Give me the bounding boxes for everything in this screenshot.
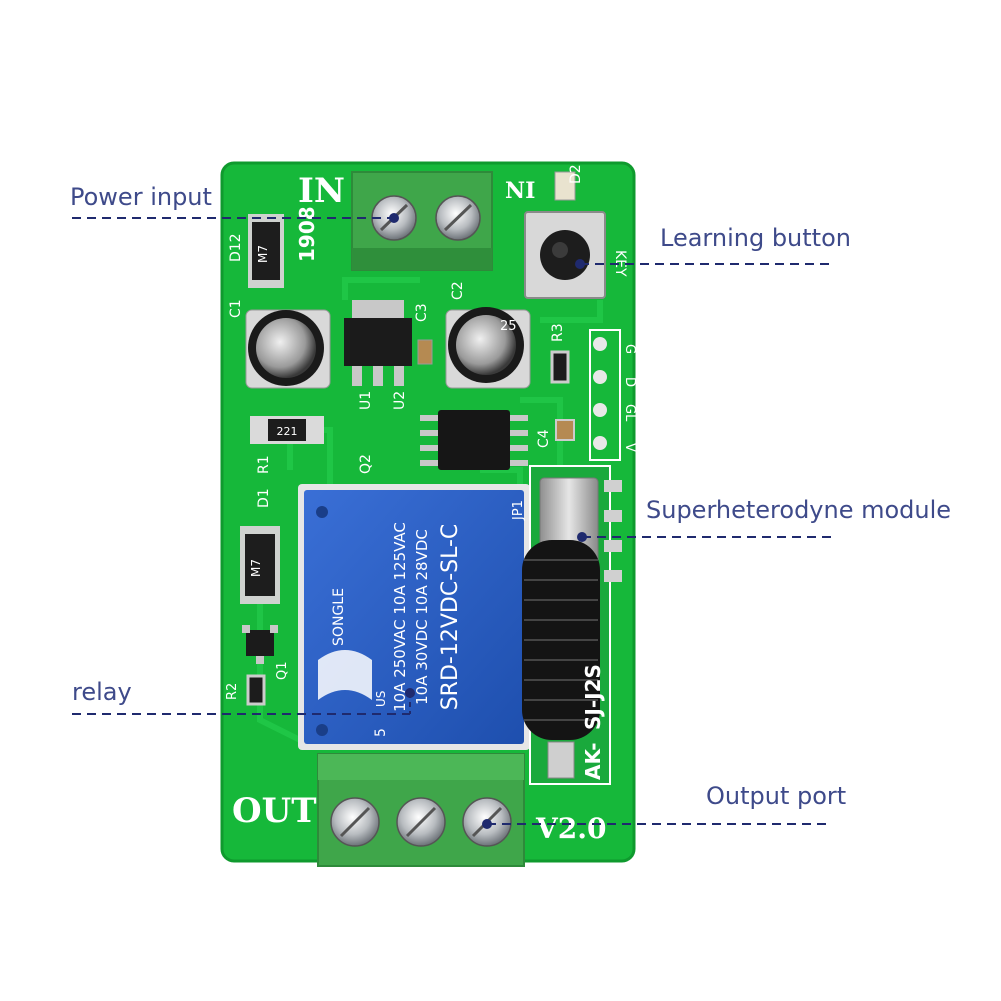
silk-date-code: 1908 xyxy=(295,206,319,262)
silk-model: AK- xyxy=(581,742,605,780)
learning-push-button xyxy=(524,211,606,299)
cap-mark: 25 xyxy=(500,319,517,334)
c2-capacitor xyxy=(445,307,531,389)
pin-header-pads xyxy=(589,329,621,461)
input-terminal-block xyxy=(351,171,493,271)
output-terminal-block xyxy=(317,753,525,867)
relay-model: SRD-12VDC-SL-C xyxy=(438,524,463,711)
ref-q1: Q1 xyxy=(275,661,290,680)
relay-num: 5 xyxy=(373,728,389,737)
svg-text:M7: M7 xyxy=(249,559,263,577)
relay-component: SONGLE 10A 250VAC 10A 125VAC 10A 30VDC 1… xyxy=(298,484,530,750)
r1-resistor: 221 xyxy=(250,416,324,444)
d12-diode: M7 xyxy=(248,214,284,288)
pin-label-v: V xyxy=(622,443,637,452)
u1-regulator xyxy=(344,300,412,386)
callout-lines xyxy=(72,217,832,825)
callout-learning-button: Learning button xyxy=(660,224,851,252)
pin-label-g: G xyxy=(622,344,637,354)
pin-label-gl: GL xyxy=(622,404,637,422)
c4-capacitor xyxy=(555,419,575,441)
relay-rating-2: 10A 30VDC 10A 28VDC xyxy=(413,529,431,705)
ref-c2: C2 xyxy=(450,281,466,300)
relay-us: US xyxy=(374,691,388,707)
ref-c1: C1 xyxy=(228,299,244,318)
ref-jp1: JP1 xyxy=(511,500,526,521)
d2-led xyxy=(554,171,576,201)
callout-relay: relay xyxy=(72,678,132,706)
relay-rating-1: 10A 250VAC 10A 125VAC xyxy=(391,522,409,712)
ref-c3: C3 xyxy=(414,303,430,322)
silk-out: OUT xyxy=(232,791,317,831)
r3-resistor xyxy=(550,350,570,384)
silk-ni: NI xyxy=(505,178,535,204)
c3-capacitor xyxy=(417,339,433,365)
silk-key: KEY xyxy=(612,250,628,277)
callout-superheterodyne-module: Superheterodyne module xyxy=(646,496,952,524)
ref-r2: R2 xyxy=(225,683,240,700)
ref-d2: D2 xyxy=(568,164,584,184)
antenna-coil xyxy=(522,540,600,740)
ref-q2: Q2 xyxy=(358,454,374,474)
ref-d12: D12 xyxy=(228,233,244,262)
ref-u2: U2 xyxy=(392,391,408,410)
ref-d1: D1 xyxy=(256,488,272,508)
callout-dots xyxy=(389,213,587,829)
relay-brand: SONGLE xyxy=(331,588,347,646)
r2-resistor xyxy=(246,674,266,706)
svg-text:221: 221 xyxy=(277,425,298,438)
svg-text:M7: M7 xyxy=(256,245,270,263)
pin-label-d: D xyxy=(622,377,637,387)
callout-power-input: Power input xyxy=(70,183,212,211)
ref-r1: R1 xyxy=(256,455,272,474)
d1-diode: M7 xyxy=(240,526,280,604)
ref-c4: C4 xyxy=(536,429,552,448)
ref-r3: R3 xyxy=(550,323,566,342)
callout-output-port: Output port xyxy=(706,782,847,810)
u2-ic-chip xyxy=(420,410,528,470)
ref-u1: U1 xyxy=(358,391,374,410)
silk-version: V2.0 xyxy=(535,812,606,845)
silk-model-partial: SJ-J2S xyxy=(581,664,605,730)
q1-transistor xyxy=(242,625,278,664)
c1-capacitor xyxy=(245,309,331,389)
silk-in: IN xyxy=(298,171,345,211)
